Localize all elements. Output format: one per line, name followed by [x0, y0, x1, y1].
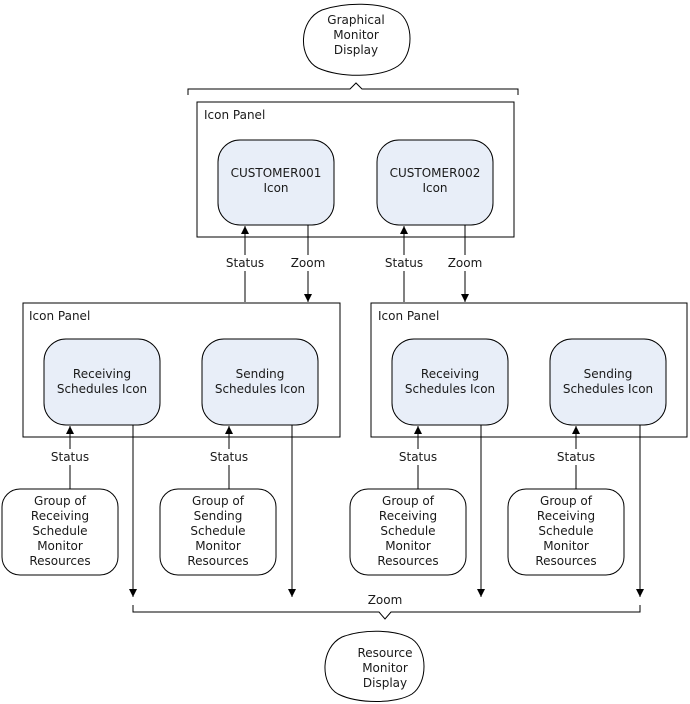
top-brace: [187, 82, 519, 95]
zoom-label-top-left: Zoom: [291, 256, 326, 270]
group1-line2: Receiving: [31, 509, 89, 523]
graphical-display-line2: Monitor: [333, 28, 379, 42]
status-label-group2: Status: [210, 450, 248, 464]
right-panel-label: Icon Panel: [378, 309, 439, 323]
group3-line4: Monitor: [385, 539, 431, 553]
group3-line1: Group of: [382, 494, 435, 508]
top-panel-label: Icon Panel: [204, 108, 265, 122]
bottom-brace: [132, 605, 641, 620]
zoom-label-top-right: Zoom: [448, 256, 483, 270]
right-sending-label-line1: Sending: [584, 367, 633, 381]
right-receiving-label-line1: Receiving: [421, 367, 479, 381]
group4-line4: Monitor: [543, 539, 589, 553]
group2-line2: Sending: [194, 509, 243, 523]
right-receiving-schedules-icon[interactable]: [391, 338, 509, 426]
group3-line5: Resources: [377, 554, 438, 568]
left-receiving-label-line2: Schedules Icon: [57, 382, 147, 396]
graphical-monitor-display-shape: [303, 3, 411, 76]
zoom-label-bottom: Zoom: [368, 593, 403, 607]
customer001-icon[interactable]: [217, 139, 335, 226]
group4-line1: Group of: [540, 494, 593, 508]
status-label-group4: Status: [557, 450, 595, 464]
customer002-label-line1: CUSTOMER002: [390, 166, 481, 180]
group1-line1: Group of: [34, 494, 87, 508]
right-sending-schedules-icon[interactable]: [549, 338, 667, 426]
status-label-group1: Status: [51, 450, 89, 464]
customer002-label-line2: Icon: [422, 181, 447, 195]
left-sending-schedules-icon[interactable]: [201, 338, 319, 426]
resource-display-line1: Resource: [357, 646, 412, 660]
group2-line3: Schedule: [190, 524, 245, 538]
customer001-label-line1: CUSTOMER001: [231, 166, 322, 180]
customer002-icon[interactable]: [376, 139, 494, 226]
group4-line5: Resources: [535, 554, 596, 568]
left-receiving-schedules-icon[interactable]: [43, 338, 161, 426]
right-receiving-label-line2: Schedules Icon: [405, 382, 495, 396]
status-label-group3: Status: [399, 450, 437, 464]
group3-line3: Schedule: [380, 524, 435, 538]
status-label-top-right: Status: [385, 256, 423, 270]
left-receiving-label-line1: Receiving: [73, 367, 131, 381]
resource-monitor-display-shape: [324, 630, 425, 702]
left-sending-label-line1: Sending: [236, 367, 285, 381]
left-panel-label: Icon Panel: [29, 309, 90, 323]
customer001-label-line2: Icon: [263, 181, 288, 195]
resource-group-1: [1, 488, 119, 576]
right-sending-label-line2: Schedules Icon: [563, 382, 653, 396]
group3-line2: Receiving: [379, 509, 437, 523]
graphical-display-line1: Graphical: [327, 13, 384, 27]
resource-group-3: [349, 488, 467, 576]
status-label-top-left: Status: [226, 256, 264, 270]
graphical-display-line3: Display: [334, 43, 378, 57]
group2-line1: Group of: [192, 494, 245, 508]
left-sending-label-line2: Schedules Icon: [215, 382, 305, 396]
group4-line3: Schedule: [538, 524, 593, 538]
resource-display-line3: Display: [363, 676, 407, 690]
group4-line2: Receiving: [537, 509, 595, 523]
group1-line5: Resources: [29, 554, 90, 568]
group2-line4: Monitor: [195, 539, 241, 553]
group1-line3: Schedule: [32, 524, 87, 538]
resource-group-4: [507, 488, 625, 576]
resource-display-line2: Monitor: [362, 661, 408, 675]
group1-line4: Monitor: [37, 539, 83, 553]
group2-line5: Resources: [187, 554, 248, 568]
resource-group-2: [159, 488, 277, 576]
